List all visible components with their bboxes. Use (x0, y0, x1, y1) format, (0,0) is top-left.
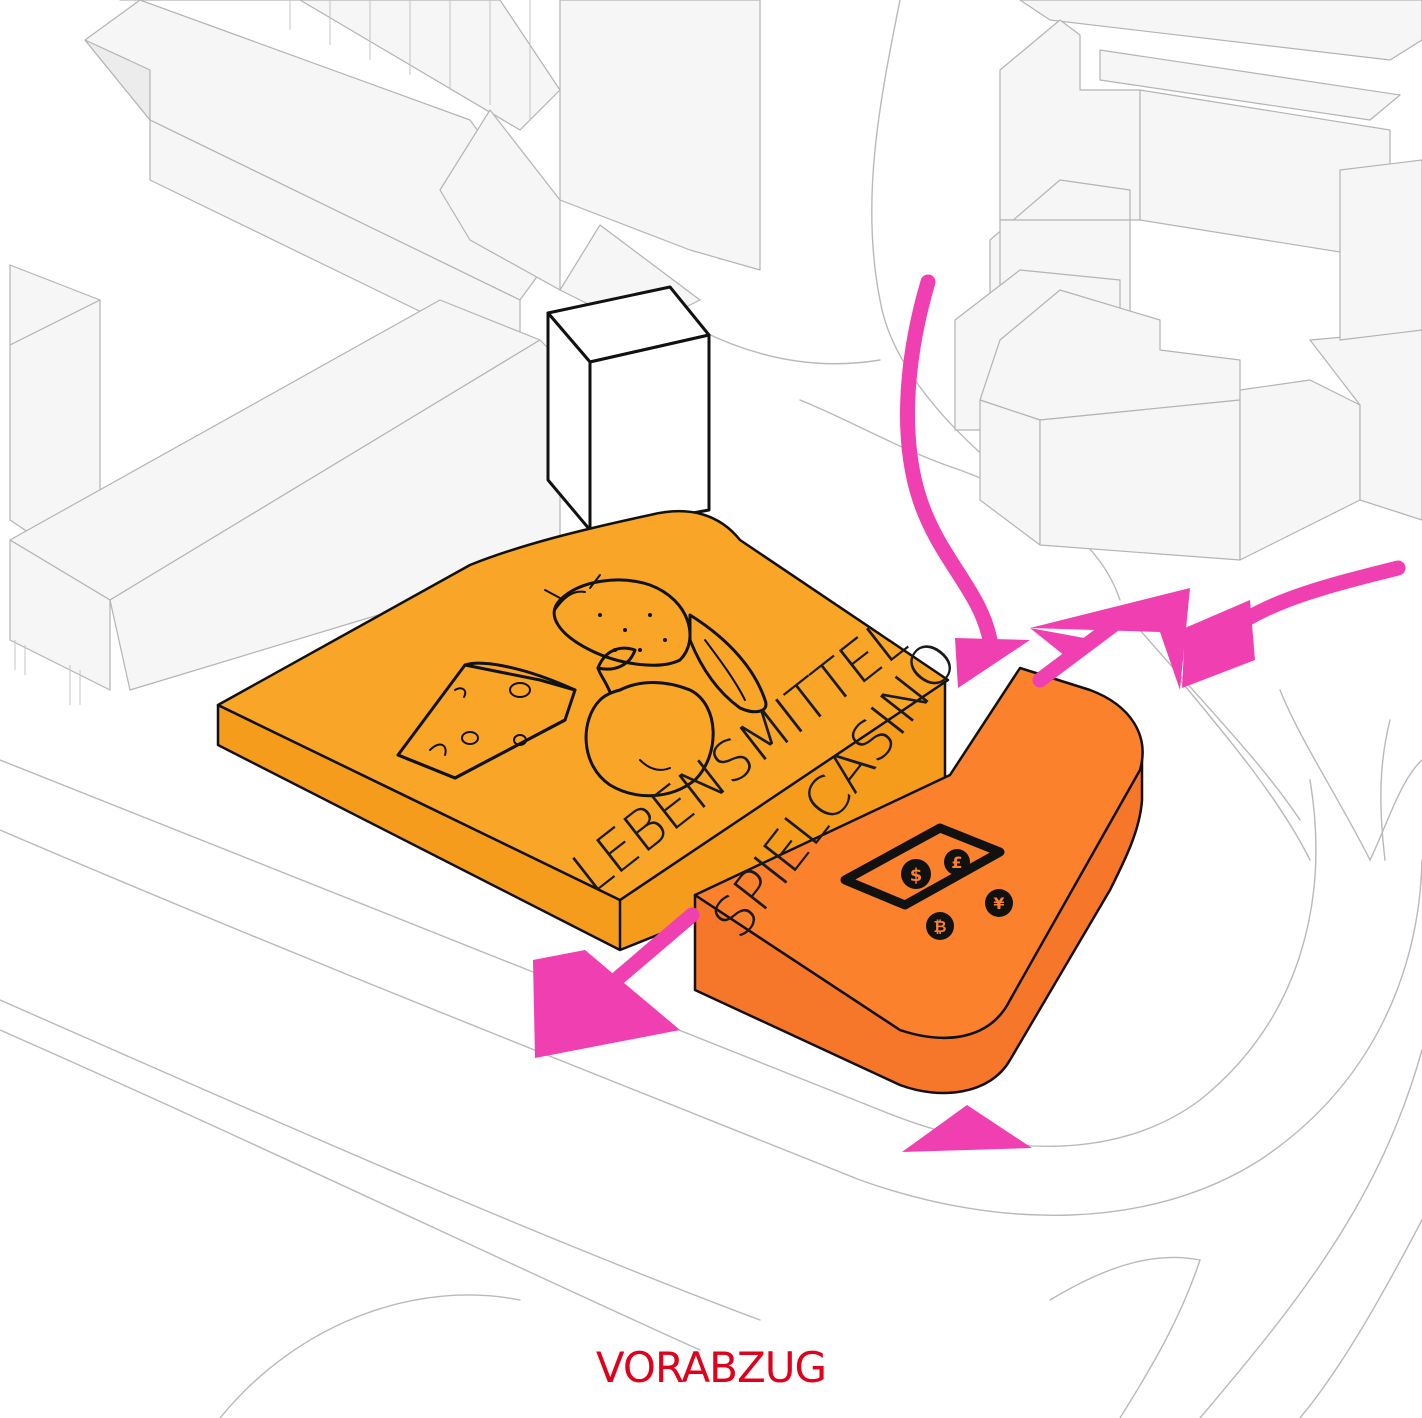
banana-icon (688, 613, 768, 714)
arrow-outflow-southwest-head-icon (533, 950, 680, 1058)
yen-coin-icon: ¥ (985, 889, 1013, 917)
bitcoin-coin-icon: ₿ (926, 912, 954, 940)
svg-text:£: £ (951, 853, 962, 872)
arrow-outflow-southwest-icon (602, 907, 700, 993)
arrow-entry-south-icon (902, 1105, 1032, 1152)
arrow-outflow-northeast-head-2-icon (1030, 628, 1095, 660)
draft-caption: VORABZUG (595, 1343, 827, 1392)
svg-text:¥: ¥ (993, 894, 1004, 913)
apple-icon (584, 646, 715, 798)
svg-text:₿: ₿ (933, 917, 946, 936)
flow-arrows (533, 274, 1406, 1152)
pound-coin-icon: £ (944, 849, 970, 875)
banknote-icon (840, 823, 1005, 910)
dollar-coin-icon: $ (901, 859, 931, 889)
casino-block (693, 666, 1144, 1095)
white-tower-block (546, 285, 711, 534)
cheese-icon (396, 661, 577, 780)
arrow-outflow-northeast-head-1-icon (1030, 588, 1190, 690)
arrow-inflow-east-head-icon (1182, 600, 1255, 688)
svg-text:$: $ (910, 865, 923, 886)
arrow-inflow-north-icon (900, 274, 998, 648)
strawberry-icon (544, 574, 692, 667)
arrow-inflow-east-icon (1222, 560, 1406, 638)
arrow-inflow-north-head-icon (955, 638, 1030, 688)
